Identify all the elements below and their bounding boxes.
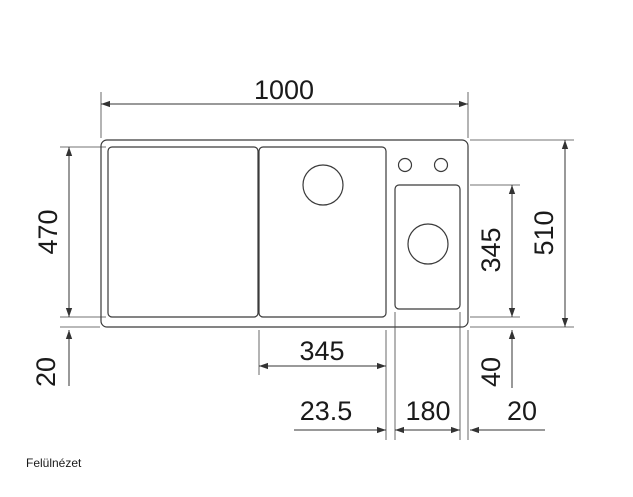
dimension-label-small-bowl-width: 180 — [405, 396, 450, 426]
dimension-drainer-depth: 470 — [33, 146, 106, 318]
dimension-label-overall-width: 1000 — [254, 75, 314, 105]
dimension-overall-width: 1000 — [100, 75, 469, 138]
dimension-bowl-gap: 23.5 — [294, 312, 412, 440]
dimension-label-drainer-depth: 470 — [33, 209, 63, 254]
tap-hole-right-icon — [433, 157, 449, 173]
dimension-label-overall-depth: 510 — [529, 210, 559, 255]
main-bowl — [258, 146, 387, 318]
small-bowl-drain-icon — [407, 223, 449, 265]
dimension-label-small-bowl-front-margin: 40 — [476, 357, 506, 387]
dimension-label-main-bowl-width: 345 — [299, 336, 344, 366]
dimension-label-bowl-gap: 23.5 — [300, 396, 353, 426]
dimension-label-right-margin: 20 — [507, 396, 537, 426]
dimension-label-front-margin: 20 — [31, 357, 61, 387]
view-caption: Felülnézet — [26, 456, 82, 470]
main-bowl-drain-icon — [302, 164, 344, 206]
dimension-front-margin: 20 — [31, 326, 100, 387]
dimension-label-small-bowl-depth: 345 — [476, 227, 506, 272]
dimension-main-bowl-width: 345 — [258, 330, 387, 440]
dimension-small-bowl-front-margin: 40 — [476, 330, 516, 388]
dimension-overall-depth: 510 — [470, 139, 574, 328]
dimension-right-margin: 20 — [467, 330, 545, 440]
drainer-area — [107, 146, 259, 318]
dimension-small-bowl-depth: 345 — [470, 184, 520, 318]
dimension-small-bowl-width: 180 — [400, 312, 461, 440]
tap-hole-left-icon — [397, 157, 413, 173]
